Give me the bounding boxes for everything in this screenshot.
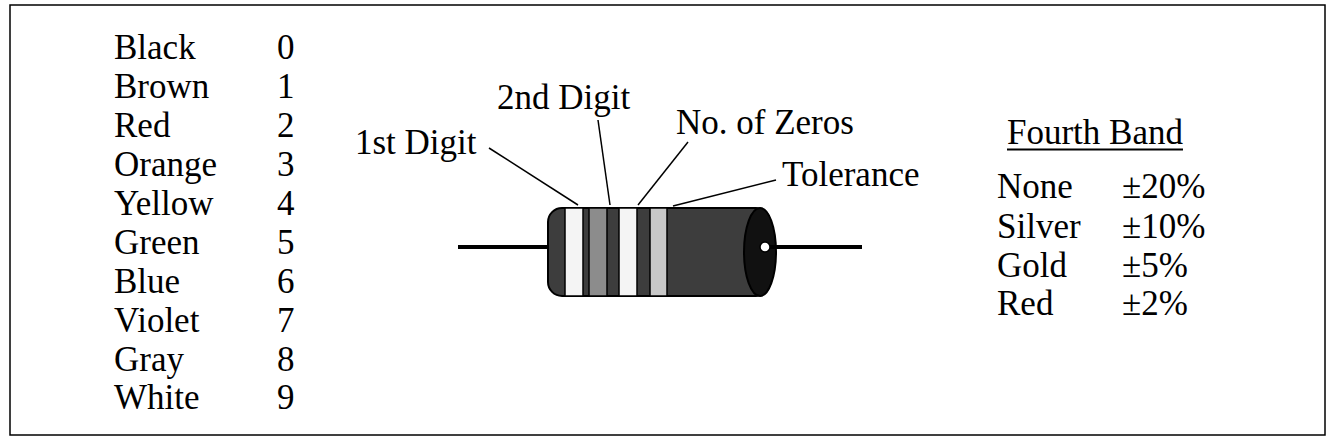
color-name: Black [114, 30, 196, 65]
color-name: White [114, 380, 200, 415]
tolerance-value: ±2% [1122, 286, 1188, 321]
tolerance-value: ±5% [1122, 248, 1188, 283]
leader-line [598, 120, 610, 205]
tolerance-name: None [997, 169, 1073, 204]
callout-label: No. of Zeros [676, 105, 854, 140]
table-heading: Fourth Band [1007, 115, 1183, 150]
color-name: Gray [114, 342, 184, 377]
digit-value: 3 [277, 147, 295, 182]
tolerance-name: Silver [997, 209, 1081, 244]
digit-value: 6 [277, 264, 295, 299]
color-name: Green [114, 225, 200, 260]
digit-value: 7 [277, 303, 295, 338]
color-name: Orange [114, 147, 217, 182]
digit-value: 0 [277, 30, 295, 65]
digit-value: 4 [277, 186, 295, 221]
resistor-end-cap [744, 208, 776, 296]
resistor-body [548, 208, 770, 296]
tolerance-name: Red [997, 286, 1053, 321]
digit-value: 2 [277, 108, 295, 143]
resistor-lead [458, 245, 556, 249]
leader-line [489, 148, 578, 205]
color-name: Yellow [114, 186, 214, 221]
color-name: Blue [114, 264, 180, 299]
callout-label: 2nd Digit [497, 80, 630, 115]
leader-line [673, 180, 776, 206]
tolerance-name: Gold [997, 248, 1067, 283]
color-name: Red [114, 108, 170, 143]
tolerance-value: ±10% [1122, 209, 1205, 244]
callout-label: 1st Digit [355, 125, 477, 160]
tolerance-value: ±20% [1122, 169, 1205, 204]
color-band [565, 208, 583, 296]
lead-hole [760, 242, 770, 252]
frame [10, 5, 1325, 435]
digit-value: 5 [277, 225, 295, 260]
digit-value: 1 [277, 69, 295, 104]
color-band [619, 208, 637, 296]
color-band [589, 208, 607, 296]
color-name: Brown [114, 69, 209, 104]
resistor-lead [764, 245, 862, 249]
digit-value: 8 [277, 342, 295, 377]
color-name: Violet [114, 303, 199, 338]
color-band [650, 208, 667, 296]
leader-line [638, 142, 688, 205]
digit-value: 9 [277, 380, 295, 415]
callout-label: Tolerance [782, 157, 919, 192]
